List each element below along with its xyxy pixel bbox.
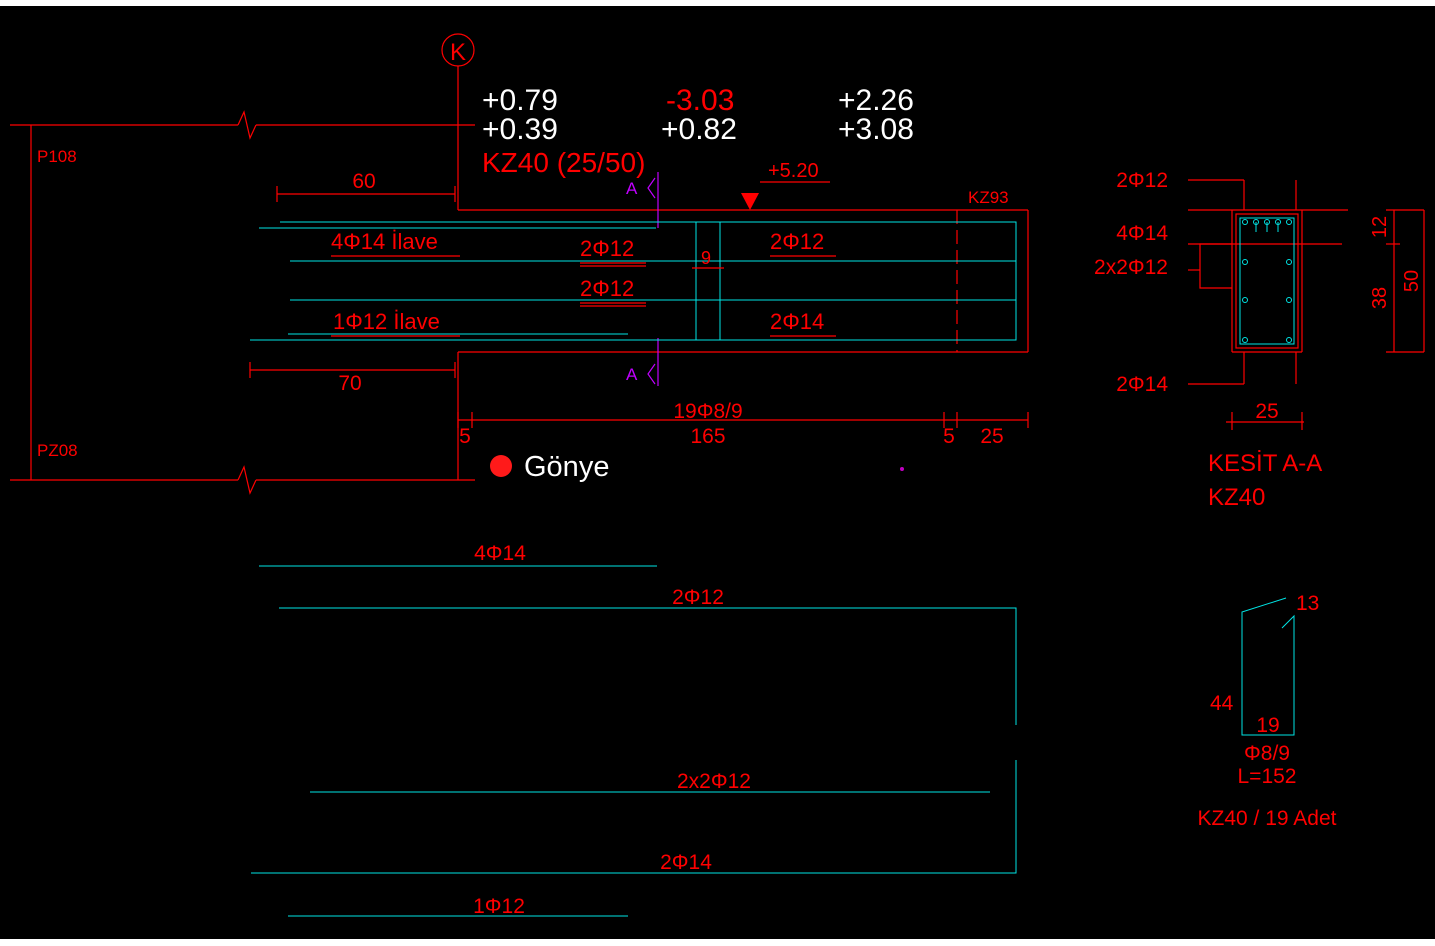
legend-gonye: Gönye [490,451,904,483]
axis-bubble: K [441,33,475,210]
support-label-bottom: PZ08 [37,441,78,460]
rebar-label: 2Φ14 [770,309,824,334]
beam-title: KZ40 (25/50) [482,147,645,178]
stirrup-dimension: 44 [1210,692,1234,715]
rebar-label: 2Φ12 [770,229,824,254]
rebar-gap-label: 9 [701,248,711,268]
section-label: 2Φ12 [1116,169,1168,192]
dimension-label: 60 [352,170,375,193]
beam-outline: KZ93 [457,188,1029,480]
stirrup-dimension: 13 [1296,592,1319,615]
bar-list-label: 2Φ12 [672,586,724,609]
beam-ref-label: KZ93 [968,188,1009,207]
bar-list-label: 2x2Φ12 [677,770,751,793]
dimension-label: 165 [690,425,725,448]
cross-section: 2Φ12 4Φ14 2x2Φ12 2Φ14 25 12 38 50 KESİT … [1094,169,1425,511]
elevation-value: +0.79 [482,84,558,117]
beam-detail-drawing: K +0.79 +0.39 -3.03 +0.82 +2.26 +3.08 KZ… [10,33,1425,918]
section-dimension: 38 [1369,287,1391,309]
stirrup-spec: Φ8/9 [1244,742,1290,765]
rebar-label: 4Φ14 İlave [331,229,438,254]
section-mark: A [626,179,638,198]
dimension-label: 19Φ8/9 [673,400,742,423]
elevation-value: +0.82 [661,113,737,146]
section-subtitle: KZ40 [1208,484,1265,511]
support-label-top: P108 [37,147,77,166]
section-stirrup [1239,217,1295,345]
rebar-labels: 4Φ14 İlave 2Φ12 2Φ12 2Φ12 1Φ12 İlave 2Φ1… [331,229,836,337]
elevation-value: -3.03 [666,84,734,117]
bar-list-label: 2Φ14 [660,851,712,874]
dimension-label: 70 [338,372,361,395]
elevation-value: +2.26 [838,84,914,117]
section-dimension: 50 [1401,270,1423,292]
level-mark-label: +5.20 [768,160,819,182]
rebar-label: 2Φ12 [580,236,634,261]
bar-list-label: 1Φ12 [473,895,525,918]
section-label: 4Φ14 [1116,222,1168,245]
cad-drawing-canvas: K +0.79 +0.39 -3.03 +0.82 +2.26 +3.08 KZ… [0,6,1435,939]
dimension-lines: 60 70 19Φ8/9 5 165 5 25 [249,170,1029,448]
stirrup-dimension: 19 [1256,714,1279,737]
stirrup-count: KZ40 / 19 Adet [1198,807,1337,830]
legend-label: Gönye [524,451,609,483]
column-support: P108 PZ08 [10,110,475,495]
section-mark: A [626,365,638,384]
rebar-elevation: 9 [250,221,1017,341]
bar-list: 4Φ14 2Φ12 2x2Φ12 2Φ14 1Φ12 [251,542,1017,918]
bar-list-label: 4Φ14 [474,542,526,565]
rebar-label: 2Φ12 [580,276,634,301]
level-mark: +5.20 [741,160,830,210]
section-label: 2x2Φ12 [1094,256,1168,279]
section-title: KESİT A-A [1208,450,1322,477]
break-line [237,465,257,495]
section-bars [1242,219,1292,343]
elevation-values: +0.79 +0.39 -3.03 +0.82 +2.26 +3.08 [482,84,914,146]
legend-dot [490,455,512,477]
section-label: 2Φ14 [1116,373,1168,396]
dimension-label: 5 [459,425,471,448]
elevation-value: +0.39 [482,113,558,146]
section-dimension: 12 [1369,216,1391,238]
dimension-label: 25 [980,425,1003,448]
section-cut-marks: A A [626,172,659,386]
elevation-value: +3.08 [838,113,914,146]
axis-label: K [450,39,466,66]
level-triangle [741,193,759,210]
stirrup-length: L=152 [1238,765,1297,788]
break-line [237,110,257,140]
rebar-label: 1Φ12 İlave [333,309,440,334]
section-dimension: 25 [1255,400,1278,423]
stirrup-detail: 13 44 19 Φ8/9 L=152 KZ40 / 19 Adet [1198,592,1337,830]
dimension-label: 5 [943,425,955,448]
point-marker [900,467,904,471]
